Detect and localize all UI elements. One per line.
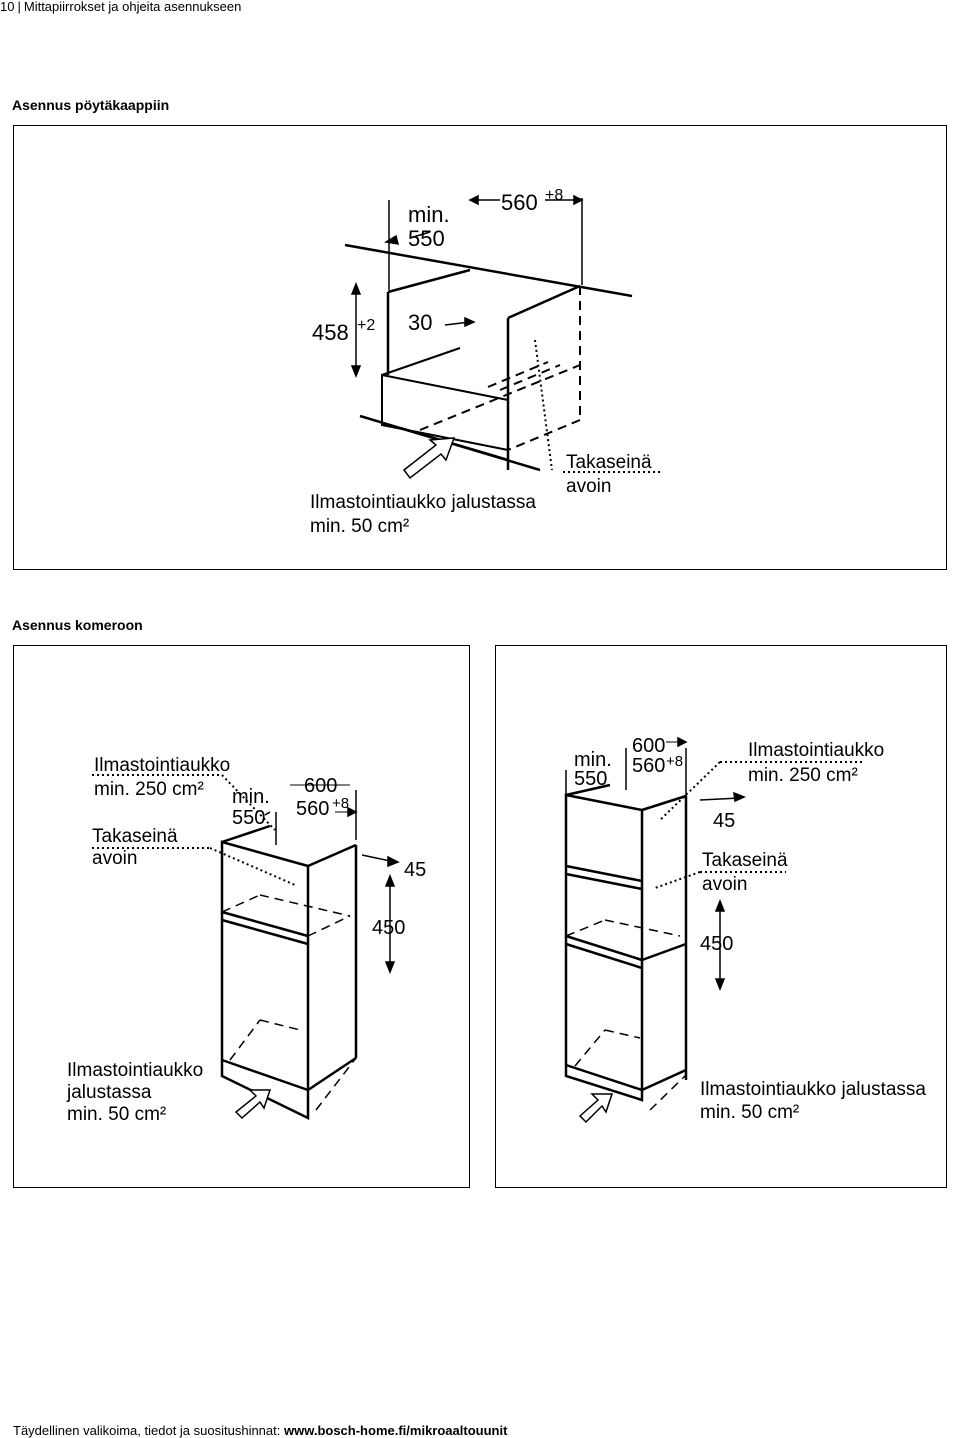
page-footer: Täydellinen valikoima, tiedot ja suositu…	[13, 1423, 507, 1438]
right-dim-min: min.	[574, 749, 612, 771]
dim-550-label: 550	[408, 226, 445, 251]
right-dim-560: 560	[632, 755, 665, 777]
section-heading-cabinet: Asennus komeroon	[12, 617, 143, 633]
left-backwall-open: avoin	[92, 848, 137, 869]
header-separator: |	[17, 0, 21, 14]
backwall-label: Takaseinä	[566, 452, 652, 473]
left-dim-560-tolerance: +8	[332, 795, 349, 812]
left-dim-45: 45	[404, 859, 426, 881]
left-top-vent-label: Ilmastointiaukko	[94, 755, 230, 776]
dim-458-tolerance: +2	[357, 317, 375, 334]
dim-560-tolerance: +8	[545, 187, 563, 204]
right-backwall-open: avoin	[702, 874, 747, 895]
dim-30-label: 30	[408, 310, 432, 335]
right-top-vent-label: Ilmastointiaukko	[748, 740, 884, 761]
header-title: Mittapiirrokset ja ohjeita asennukseen	[23, 0, 242, 14]
section-heading-countertop: Asennus pöytäkaappiin	[12, 97, 170, 113]
left-bottom-vent-min: min. 50 cm²	[67, 1104, 166, 1125]
countertop-installation-diagram: min. 550 560 +8 458 +2 30 Ilmastointiauk…	[310, 187, 660, 537]
cabinet-diagram-right-panel: min. 550 600 560 +8 45 450 Ilmastointiau…	[495, 645, 947, 1188]
left-bottom-vent-label: Ilmastointiaukko	[67, 1060, 203, 1081]
cabinet-left-diagram: Ilmastointiaukko min. 250 cm² Takaseinä …	[66, 755, 426, 1125]
page-number: 10	[0, 0, 15, 14]
footer-link[interactable]: www.bosch-home.fi/mikroaaltouunit	[283, 1423, 508, 1438]
right-dim-600: 600	[632, 735, 665, 757]
cabinet-diagram-left-panel: Ilmastointiaukko min. 250 cm² Takaseinä …	[13, 645, 470, 1188]
right-bottom-vent-label: Ilmastointiaukko jalustassa	[700, 1079, 926, 1100]
left-dim-560: 560	[296, 798, 329, 820]
right-dim-550: 550	[574, 768, 607, 790]
right-dim-45: 45	[713, 810, 735, 832]
right-backwall-label: Takaseinä	[702, 850, 788, 871]
dim-458-label: 458	[312, 320, 349, 345]
left-dim-550: 550	[232, 807, 265, 829]
right-dim-450: 450	[700, 933, 733, 955]
dim-560-label: 560	[501, 190, 538, 215]
footer-text: Täydellinen valikoima, tiedot ja suositu…	[13, 1423, 284, 1438]
cabinet-right-diagram: min. 550 600 560 +8 45 450 Ilmastointiau…	[564, 735, 926, 1123]
page-header: 10|Mittapiirrokset ja ohjeita asennuksee…	[0, 0, 241, 14]
left-bottom-vent-jalustassa: jalustassa	[66, 1082, 152, 1103]
left-backwall-label: Takaseinä	[92, 826, 178, 847]
countertop-diagram-panel: min. 550 560 +8 458 +2 30 Ilmastointiauk…	[13, 125, 947, 570]
right-bottom-vent-min: min. 50 cm²	[700, 1102, 799, 1123]
right-top-vent-min: min. 250 cm²	[748, 765, 858, 786]
vent-label: Ilmastointiaukko jalustassa	[310, 492, 536, 513]
left-dim-450: 450	[372, 917, 405, 939]
dim-min-label: min.	[408, 202, 450, 227]
left-dim-600: 600	[304, 775, 337, 797]
left-dim-min: min.	[232, 786, 270, 808]
vent-min-label: min. 50 cm²	[310, 516, 409, 537]
right-dim-560-tolerance: +8	[666, 753, 683, 770]
backwall-open-label: avoin	[566, 476, 611, 497]
left-top-vent-min: min. 250 cm²	[94, 779, 204, 800]
